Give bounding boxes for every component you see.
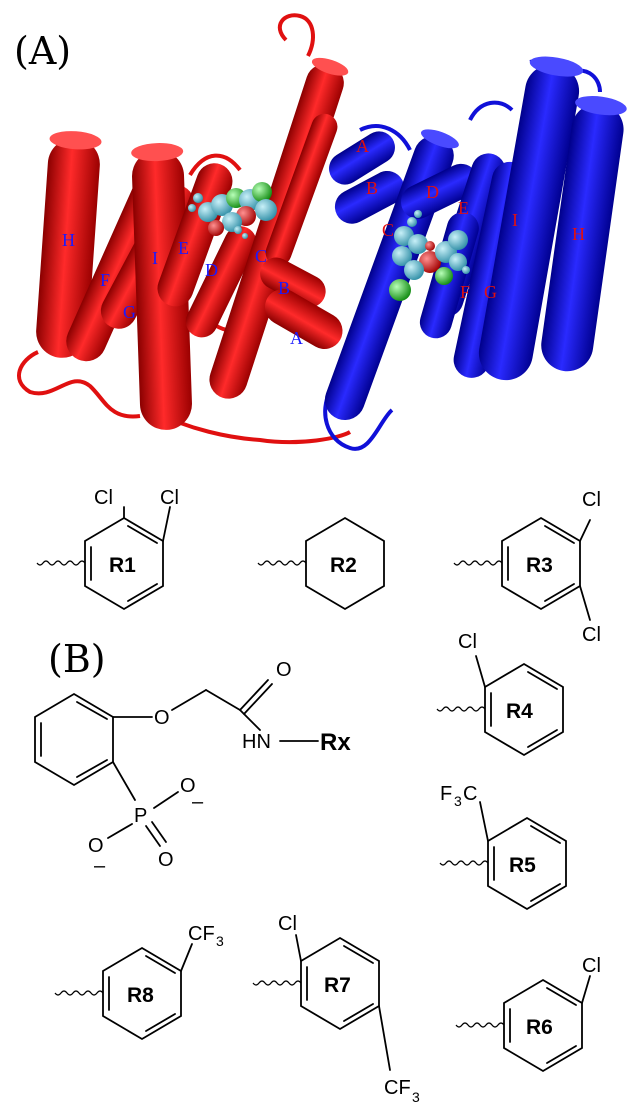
blue-loop bbox=[359, 124, 412, 151]
blue-helix-label: E bbox=[458, 198, 469, 218]
r3-label: R3 bbox=[526, 554, 553, 577]
red-protein: H F G I E D C B A bbox=[17, 13, 352, 445]
red-helix-label: H bbox=[62, 230, 75, 250]
carbonyl-oxygen: O bbox=[276, 659, 292, 681]
substituent-r3: Cl Cl R3 bbox=[453, 489, 601, 646]
substituent-r8: CF 3 R8 bbox=[54, 923, 224, 1041]
phosphorus: P bbox=[134, 805, 147, 827]
panel-a-label: (A) bbox=[14, 29, 71, 73]
r5-c: C bbox=[463, 783, 477, 805]
red-helix-label: I bbox=[152, 248, 158, 268]
amide-nh: HN bbox=[242, 731, 271, 753]
red-loop bbox=[278, 13, 315, 57]
blue-helix-a bbox=[329, 131, 395, 185]
blue-loop bbox=[468, 100, 514, 122]
substituent-r5: F 3 C R5 bbox=[439, 783, 567, 911]
r5-sub-3: 3 bbox=[454, 793, 462, 809]
red-helix-b bbox=[260, 257, 326, 308]
blue-helix-d bbox=[400, 163, 479, 219]
blue-helix-label: A bbox=[356, 136, 369, 156]
blue-helix-label: H bbox=[572, 224, 585, 244]
r7-label: R7 bbox=[324, 974, 351, 997]
r2-label: R2 bbox=[330, 554, 357, 577]
r3-cl-1: Cl bbox=[582, 489, 601, 511]
blue-loop bbox=[323, 391, 394, 451]
r4-cl: Cl bbox=[458, 631, 477, 653]
r7-cl: Cl bbox=[278, 913, 297, 935]
blue-helix-label: D bbox=[426, 182, 439, 202]
phosphonate-o-1: O bbox=[180, 775, 196, 797]
red-helix-label: B bbox=[278, 278, 290, 298]
r8-sub-3: 3 bbox=[216, 933, 224, 949]
r5-f: F bbox=[440, 783, 452, 805]
red-helix-c2 bbox=[265, 113, 338, 266]
r1-cl-2: Cl bbox=[160, 487, 179, 509]
rx-label: Rx bbox=[320, 729, 351, 756]
phosphonate-o-3: O bbox=[158, 849, 174, 871]
red-helix-d bbox=[185, 226, 257, 338]
r8-label: R8 bbox=[127, 984, 154, 1007]
blue-helix-i bbox=[478, 56, 584, 381]
red-ligand bbox=[188, 182, 277, 239]
blue-protein: A B C D E I H F G bbox=[323, 56, 627, 451]
r6-cl: Cl bbox=[582, 955, 601, 977]
r7-cf: CF bbox=[384, 1077, 411, 1099]
blue-helix-label: B bbox=[366, 178, 378, 198]
r8-cf: CF bbox=[188, 923, 215, 945]
r7-sub-3: 3 bbox=[412, 1089, 420, 1105]
substituent-r7: Cl CF 3 R7 bbox=[252, 913, 420, 1105]
r3-cl-2: Cl bbox=[582, 624, 601, 646]
red-helix-label: D bbox=[205, 260, 218, 280]
phosphonate-minus-2: – bbox=[94, 855, 106, 877]
blue-helix-label: C bbox=[382, 220, 394, 240]
red-helix-label: G bbox=[123, 302, 136, 322]
blue-helix-h bbox=[541, 95, 627, 372]
blue-helix-label: G bbox=[484, 282, 497, 302]
red-helix-label: E bbox=[178, 238, 189, 258]
substituent-r1: Cl Cl R1 bbox=[36, 487, 179, 611]
substituent-r2: R2 bbox=[257, 516, 385, 611]
panel-b-label: (B) bbox=[48, 637, 106, 681]
substituent-r4: Cl R4 bbox=[436, 631, 564, 757]
red-loop bbox=[188, 153, 242, 177]
blue-helix-label: F bbox=[460, 282, 470, 302]
phosphonate-minus-1: – bbox=[192, 791, 204, 813]
blue-helix-b bbox=[334, 170, 405, 224]
red-helix-a bbox=[264, 289, 343, 349]
ether-oxygen: O bbox=[154, 707, 170, 729]
red-loop bbox=[17, 350, 141, 419]
r4-label: R4 bbox=[506, 700, 533, 723]
substituent-r6: Cl R6 bbox=[455, 955, 601, 1073]
r1-label: R1 bbox=[109, 554, 136, 577]
r6-label: R6 bbox=[526, 1016, 553, 1039]
blue-ligand bbox=[389, 210, 470, 301]
phosphonate-o-2: O bbox=[88, 835, 104, 857]
r1-cl-1: Cl bbox=[94, 487, 113, 509]
red-helix-label: F bbox=[100, 270, 110, 290]
red-helix-label: C bbox=[255, 246, 267, 266]
red-helix-label: A bbox=[290, 328, 303, 348]
r5-label: R5 bbox=[509, 854, 536, 877]
scaffold-molecule: O O HN Rx P O – O – O bbox=[34, 659, 351, 877]
panel-b: Cl Cl R1 R2 Cl Cl R3 (B) bbox=[34, 487, 601, 1105]
panel-a: (A) bbox=[14, 13, 627, 451]
blue-helix-label: I bbox=[512, 210, 518, 230]
